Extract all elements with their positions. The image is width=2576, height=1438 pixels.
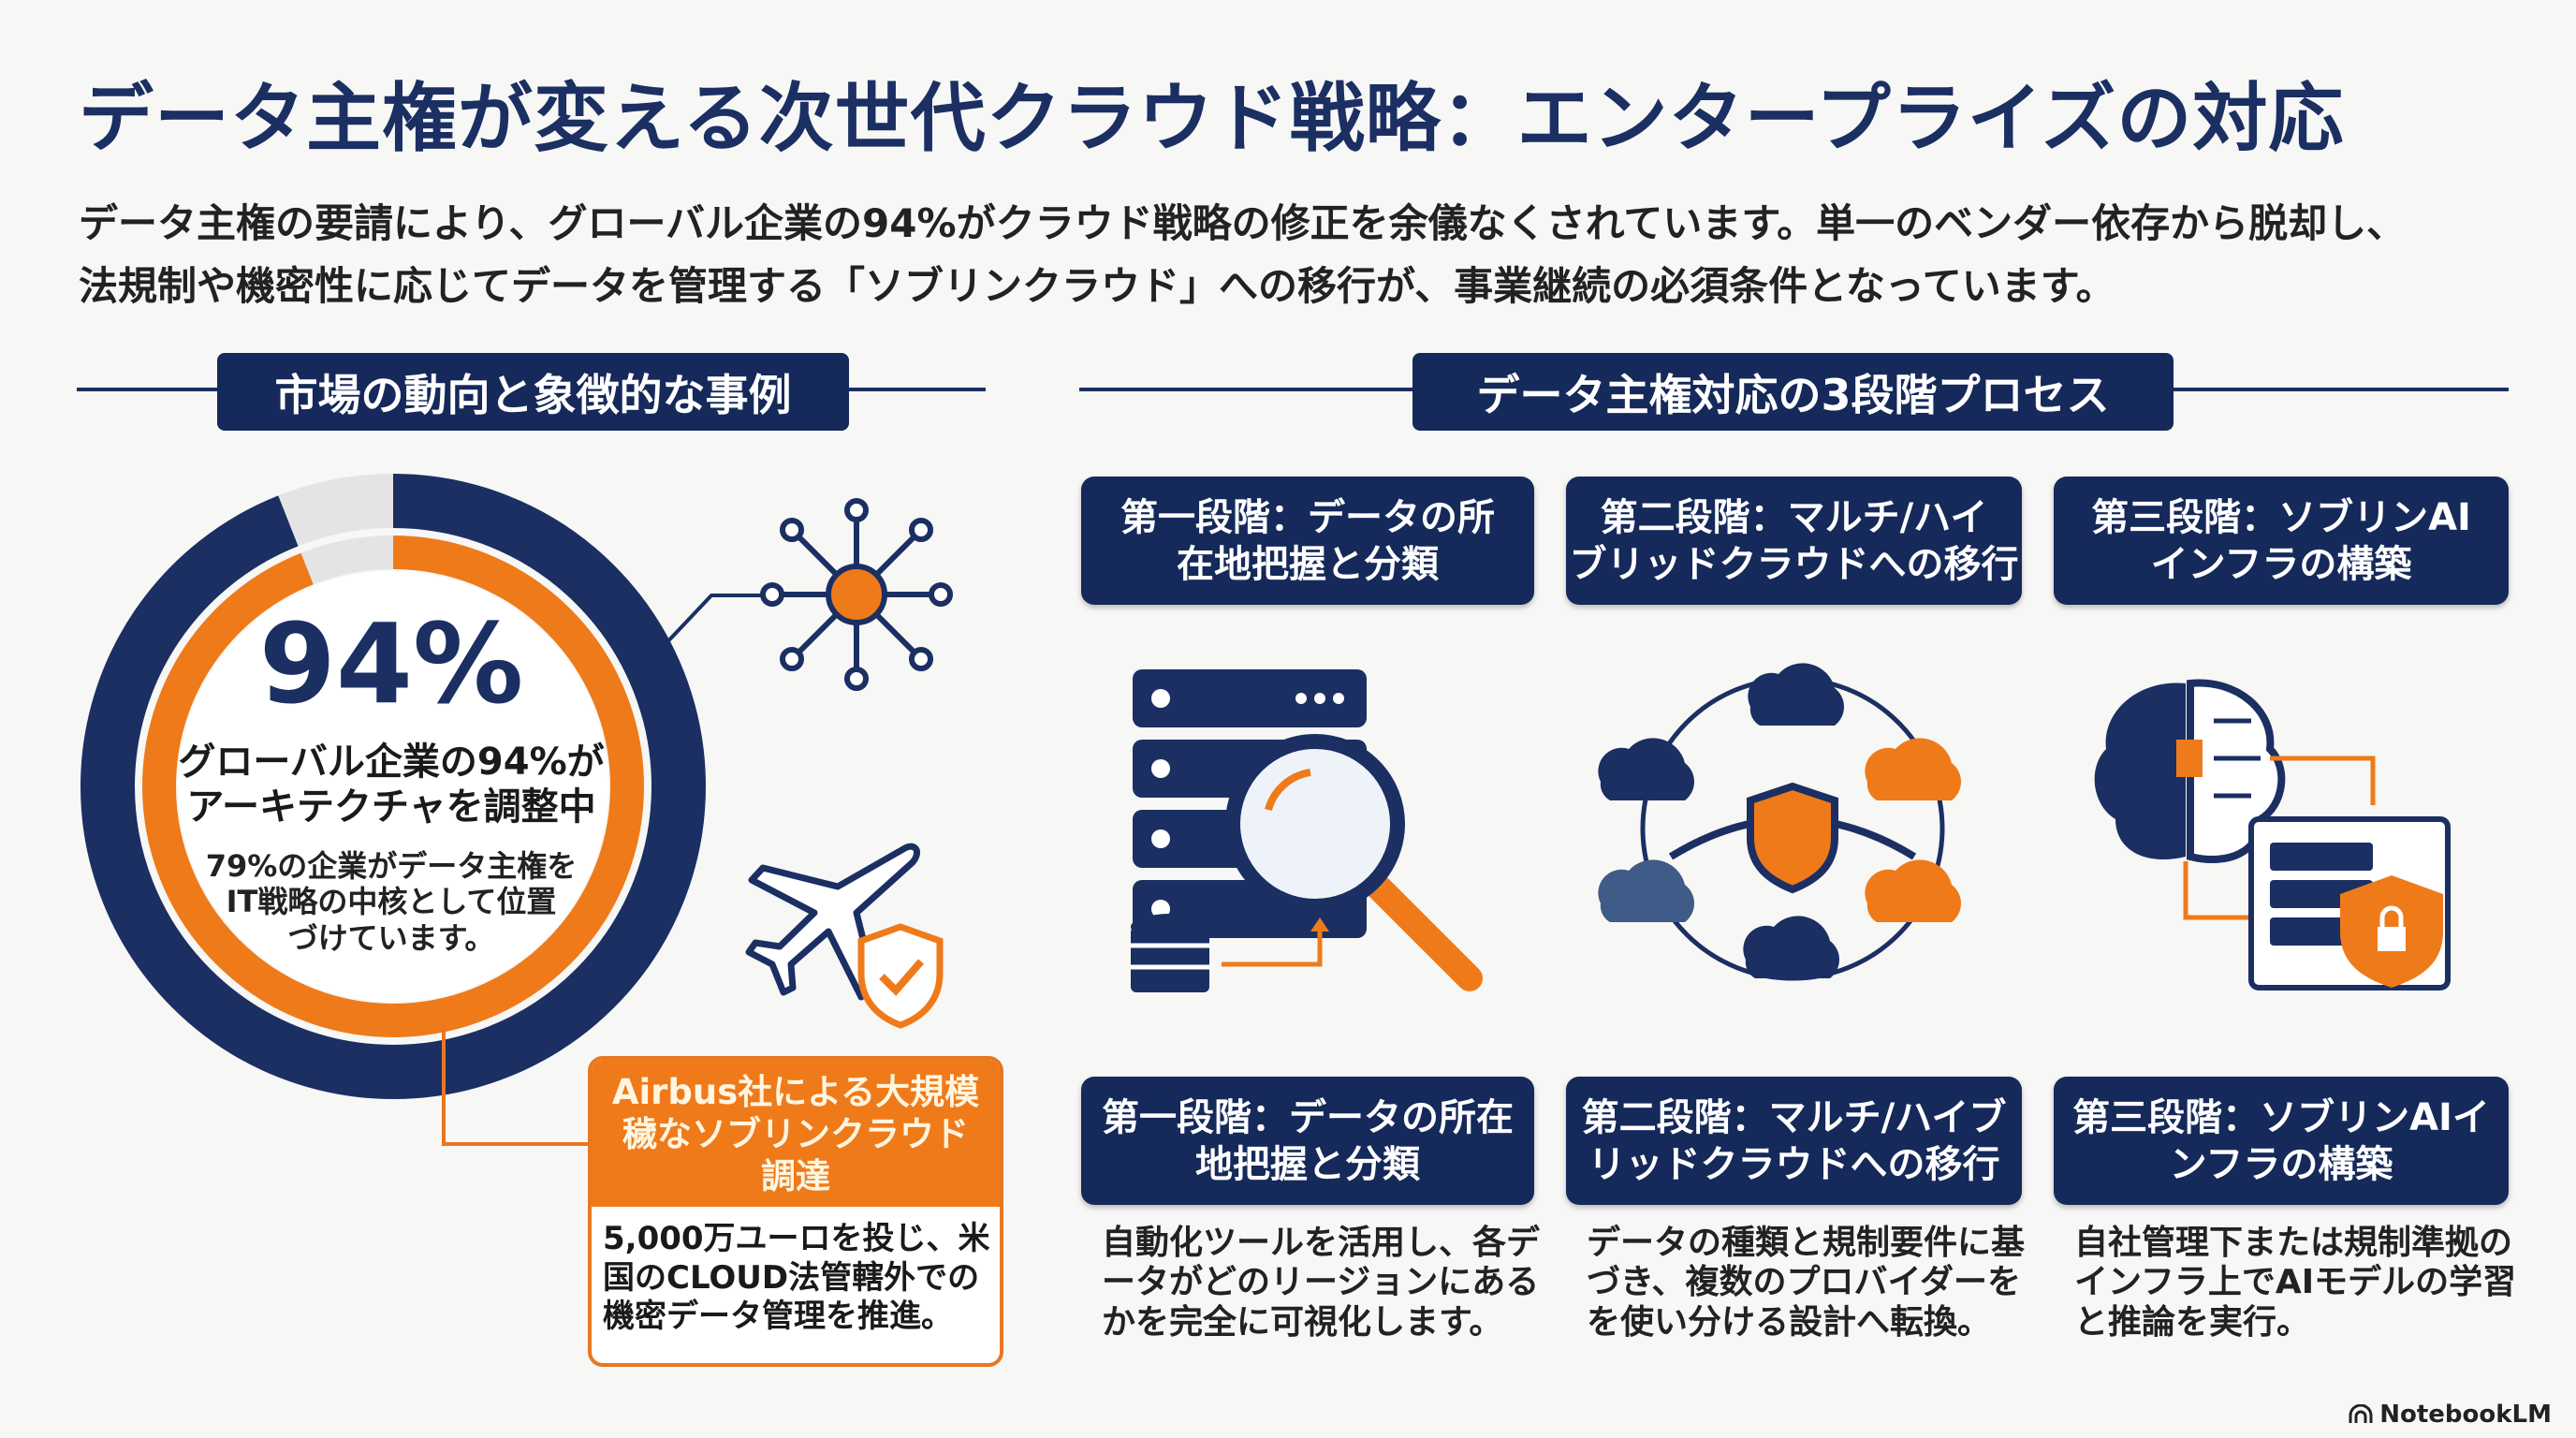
section-header-market: 市場の動向と象徴的な事例 [217, 353, 849, 431]
stage-2-header: 第二段階：マルチ/ハイブリッドクラウドへの移行 [1566, 477, 2022, 605]
stage-title-line: 第二段階：マルチ/ハイ [1600, 495, 1988, 539]
case-body-line: 機密データ管理を推進。 [603, 1298, 953, 1336]
case-title-line: 穢なソブリンクラウド [622, 1114, 969, 1155]
stage-2-description: データの種類と規制要件に基づき、複数のプロバイダーをを使い分ける設計へ転換。 [1587, 1224, 2025, 1343]
case-title-line: 調達 [761, 1156, 830, 1197]
ai-brain-server-lock-icon [2094, 679, 2451, 990]
desc-line: づき、複数のプロバイダーを [1587, 1263, 2022, 1302]
network-node-icon [760, 498, 953, 691]
progress-donut [80, 474, 706, 1099]
stage-title-line: インフラの構築 [2150, 542, 2412, 586]
case-body-line: 5,000万ユーロを投じ、米 [603, 1220, 990, 1258]
subtitle-line-2: 法規制や機密性に応じてデータを管理する「ソブリンクラウド」への移行が、事業継続の… [79, 263, 2115, 309]
multi-cloud-shield-icon [1598, 663, 1961, 981]
shield-check-icon [857, 923, 944, 1029]
brand-watermark: NotebookLM [2348, 1401, 2552, 1429]
stage-1-card: 第一段階：データの所在地把握と分類 [1081, 1077, 1534, 1205]
outer-progress-ring [80, 474, 706, 1099]
desc-line: データの種類と規制要件に基 [1587, 1224, 2026, 1262]
stage-title-line: 在地把握と分類 [1177, 542, 1439, 586]
stat-detail: 79%の企業がデータ主権を [205, 848, 578, 884]
subtitle-line-1: データ主権の要請により、グローバル企業の94%がクラウド戦略の修正を余儀なくされ… [79, 200, 2407, 246]
stage-title-line: リッドクラウドへの移行 [1588, 1142, 2000, 1186]
stage-3-card: 第三段階：ソブリンAIインフラの構築 [2054, 1077, 2509, 1205]
page-title: データ主権が変える次世代クラウド戦略：エンタープライズの対応 [79, 75, 2345, 162]
stat-value: 94% [258, 599, 524, 728]
stage-title-line: 第三段階：ソブリンAI [2091, 495, 2471, 539]
case-title-line: Airbus社による大規模 [611, 1072, 980, 1112]
section-header-process: データ主権対応の3段階プロセス [1412, 353, 2174, 431]
desc-line: かを完全に可視化します。 [1102, 1302, 1503, 1342]
desc-line: を使い分ける設計へ転換。 [1587, 1302, 1992, 1342]
desc-line: 自社管理下または規制準拠の [2074, 1224, 2513, 1262]
case-card-airbus: Airbus社による大規模 穢なソブリンクラウド 調達 5,000万ユーロを投じ… [588, 1056, 1003, 1367]
notebooklm-logo-icon [2349, 1404, 2373, 1423]
stage-1-description: 自動化ツールを活用し、各データがどのリージョンにあるかを完全に可視化します。 [1102, 1224, 1540, 1343]
stage-title-line: ンフラの構築 [2169, 1142, 2393, 1186]
stat-headline: アーキテクチャを調整中 [186, 785, 596, 829]
stage-1-header: 第一段階：データの所在地把握と分類 [1081, 477, 1534, 605]
desc-line: 自動化ツールを活用し、各デ [1102, 1224, 1541, 1262]
inner-progress-ring [142, 536, 644, 1037]
stage-title-line: ブリッドクラウドへの移行 [1569, 542, 2019, 586]
server-search-icon [1131, 669, 1483, 992]
case-body: 5,000万ユーロを投じ、米 国のCLOUD法管轄外での 機密データ管理を推進。 [592, 1207, 1000, 1347]
stage-title-line: 地把握と分類 [1195, 1142, 1420, 1186]
stat-block: 94% グローバル企業の94%が アーキテクチャを調整中 79%の企業がデータ主… [139, 609, 644, 956]
desc-line: と推論を実行。 [2074, 1302, 2311, 1342]
stat-detail: IT戦略の中核として位置 [226, 884, 557, 920]
brand-name: NotebookLM [2379, 1401, 2552, 1429]
stage-title-line: 第一段階：データの所 [1120, 495, 1495, 539]
case-body-line: 国のCLOUD法管轄外での [603, 1258, 980, 1297]
airplane-icon [745, 843, 920, 1001]
stat-detail: づけています。 [287, 919, 495, 956]
stat-headline: グローバル企業の94%が [178, 741, 605, 784]
desc-line: ータがどのリージョンにある [1102, 1263, 1540, 1302]
desc-line: インフラ上でAIモデルの学習 [2074, 1263, 2517, 1302]
case-title: Airbus社による大規模 穢なソブリンクラウド 調達 [592, 1060, 1000, 1208]
stage-title-line: 第二段階：マルチ/ハイブ [1581, 1095, 2007, 1139]
stage-title-line: 第三段階：ソブリンAIイ [2072, 1095, 2490, 1139]
stage-title-line: 第一段階：データの所在 [1102, 1095, 1514, 1139]
stage-3-description: 自社管理下または規制準拠のインフラ上でAIモデルの学習と推論を実行。 [2074, 1224, 2516, 1343]
stage-2-card: 第二段階：マルチ/ハイブリッドクラウドへの移行 [1566, 1077, 2022, 1205]
